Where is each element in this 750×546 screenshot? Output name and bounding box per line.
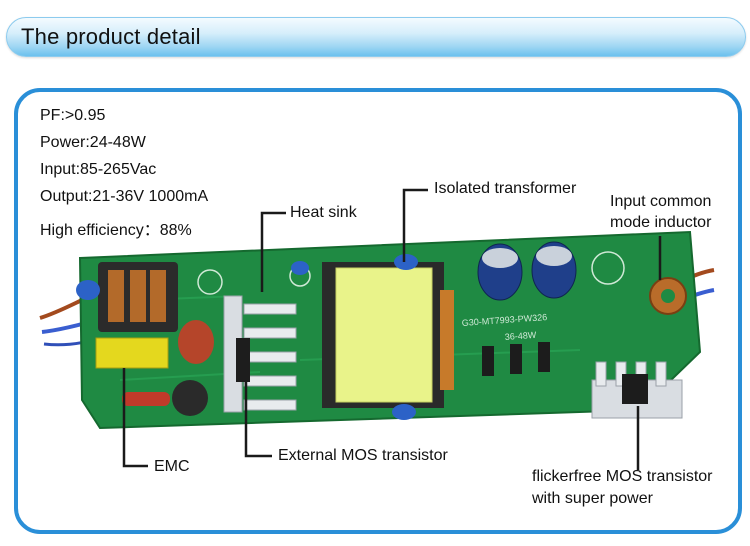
spec-power: Power:24-48W [40, 134, 146, 151]
callout-lines [122, 188, 662, 470]
callout-heat-sink: Heat sink [290, 204, 357, 221]
spec-input: Input:85-265Vac [40, 161, 157, 178]
callout-input-inductor-line2: mode inductor [610, 214, 712, 231]
callout-flickerfree-line1: flickerfree MOS transistor [532, 468, 713, 485]
mos-transistor-row [482, 342, 550, 376]
electrolytic-capacitors [291, 241, 577, 301]
callout-isolated-transformer: Isolated transformer [434, 180, 577, 197]
heat-sink [223, 295, 297, 413]
spec-output: Output:21-36V 1000mA [40, 188, 209, 205]
page-title: The product detail [21, 24, 201, 49]
silkscreen-rating: 36-48W [504, 330, 537, 342]
input-common-mode-inductor [649, 277, 687, 315]
callout-external-mos: External MOS transistor [278, 447, 448, 464]
callout-emc: EMC [154, 458, 190, 475]
flickerfree-mos-heatsink [591, 361, 683, 419]
isolated-transformer [322, 254, 454, 420]
callout-flickerfree-line2: with super power [532, 490, 653, 507]
spec-efficiency: High efficiency：88% [40, 222, 192, 239]
spec-pf: PF:>0.95 [40, 107, 106, 124]
emc-choke [76, 262, 214, 416]
title-bar: The product detail [6, 17, 746, 57]
callout-input-inductor-line1: Input common [610, 193, 712, 210]
